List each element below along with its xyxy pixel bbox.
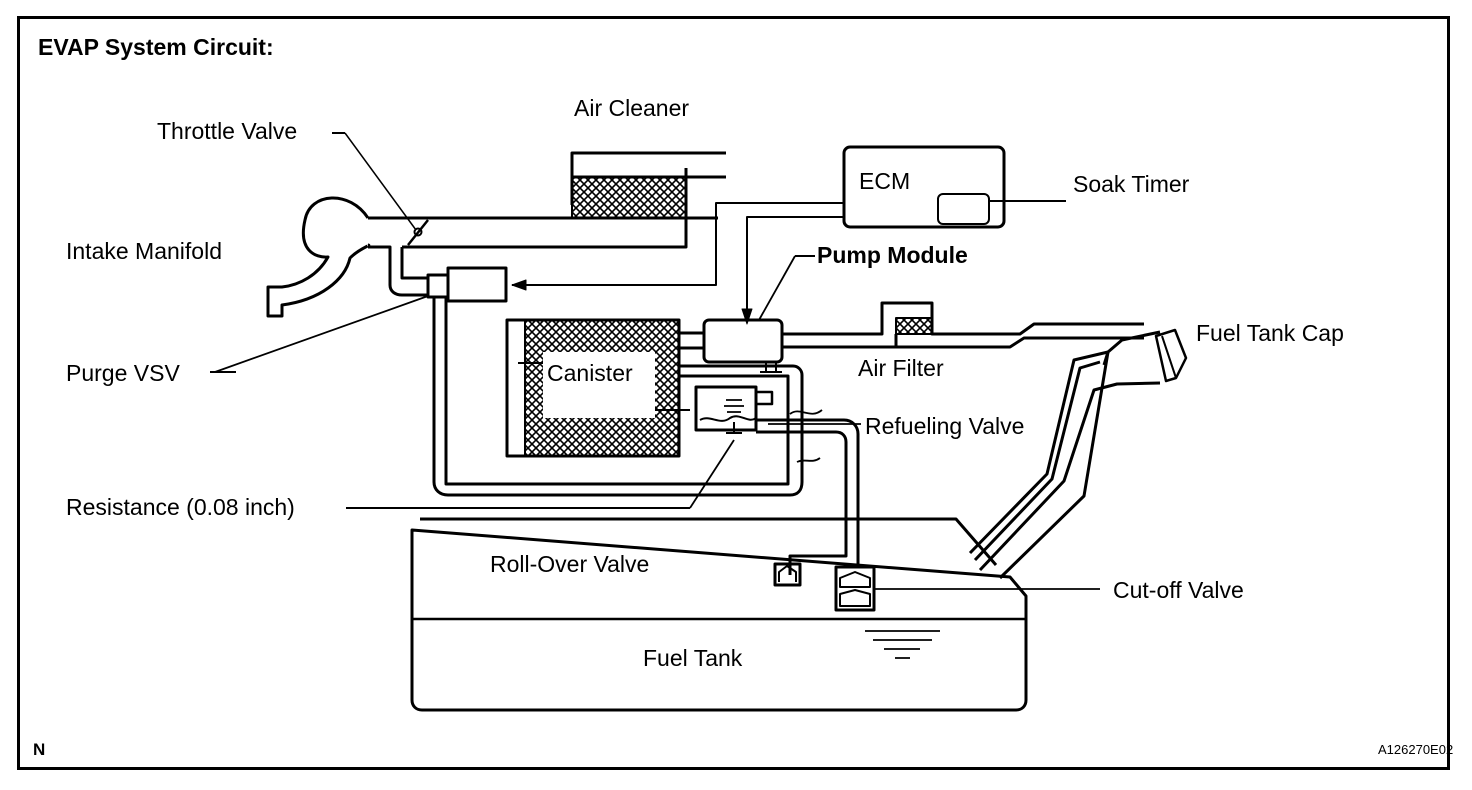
canister <box>505 318 690 458</box>
pump-signal-arrow <box>741 308 753 325</box>
label-air-cleaner: Air Cleaner <box>574 95 690 121</box>
label-refueling-valve: Refueling Valve <box>865 413 1025 439</box>
label-soak-timer: Soak Timer <box>1073 171 1190 197</box>
air-cleaner <box>570 151 726 219</box>
corner-mark: N <box>33 740 46 759</box>
label-purge-vsv: Purge VSV <box>66 360 180 386</box>
label-resistance: Resistance (0.08 inch) <box>66 494 295 520</box>
label-air-filter: Air Filter <box>858 355 944 381</box>
filler-pipe <box>968 328 1188 580</box>
label-roll-over-valve: Roll-Over Valve <box>490 551 650 577</box>
label-canister: Canister <box>547 360 633 386</box>
valves-in-tank <box>773 562 1100 612</box>
diagram-title: EVAP System Circuit: <box>38 34 274 60</box>
label-cut-off-valve: Cut-off Valve <box>1113 577 1244 603</box>
pump-module <box>679 255 1144 373</box>
refueling-valve <box>346 385 861 575</box>
purge-signal-arrow <box>511 279 527 291</box>
label-throttle-valve: Throttle Valve <box>157 118 298 144</box>
label-pump-module: Pump Module <box>817 242 968 268</box>
ecm-box <box>512 145 1066 320</box>
diagram-frame <box>17 16 1450 770</box>
throttle-valve <box>332 132 429 246</box>
label-fuel-tank-cap: Fuel Tank Cap <box>1196 320 1344 346</box>
purge-vsv <box>210 266 804 497</box>
figure-code: A126270E02 <box>1378 742 1454 757</box>
label-ecm: ECM <box>859 168 911 194</box>
fuel-tank <box>410 517 1028 712</box>
label-intake-manifold: Intake Manifold <box>66 238 222 264</box>
label-fuel-tank: Fuel Tank <box>643 645 743 671</box>
